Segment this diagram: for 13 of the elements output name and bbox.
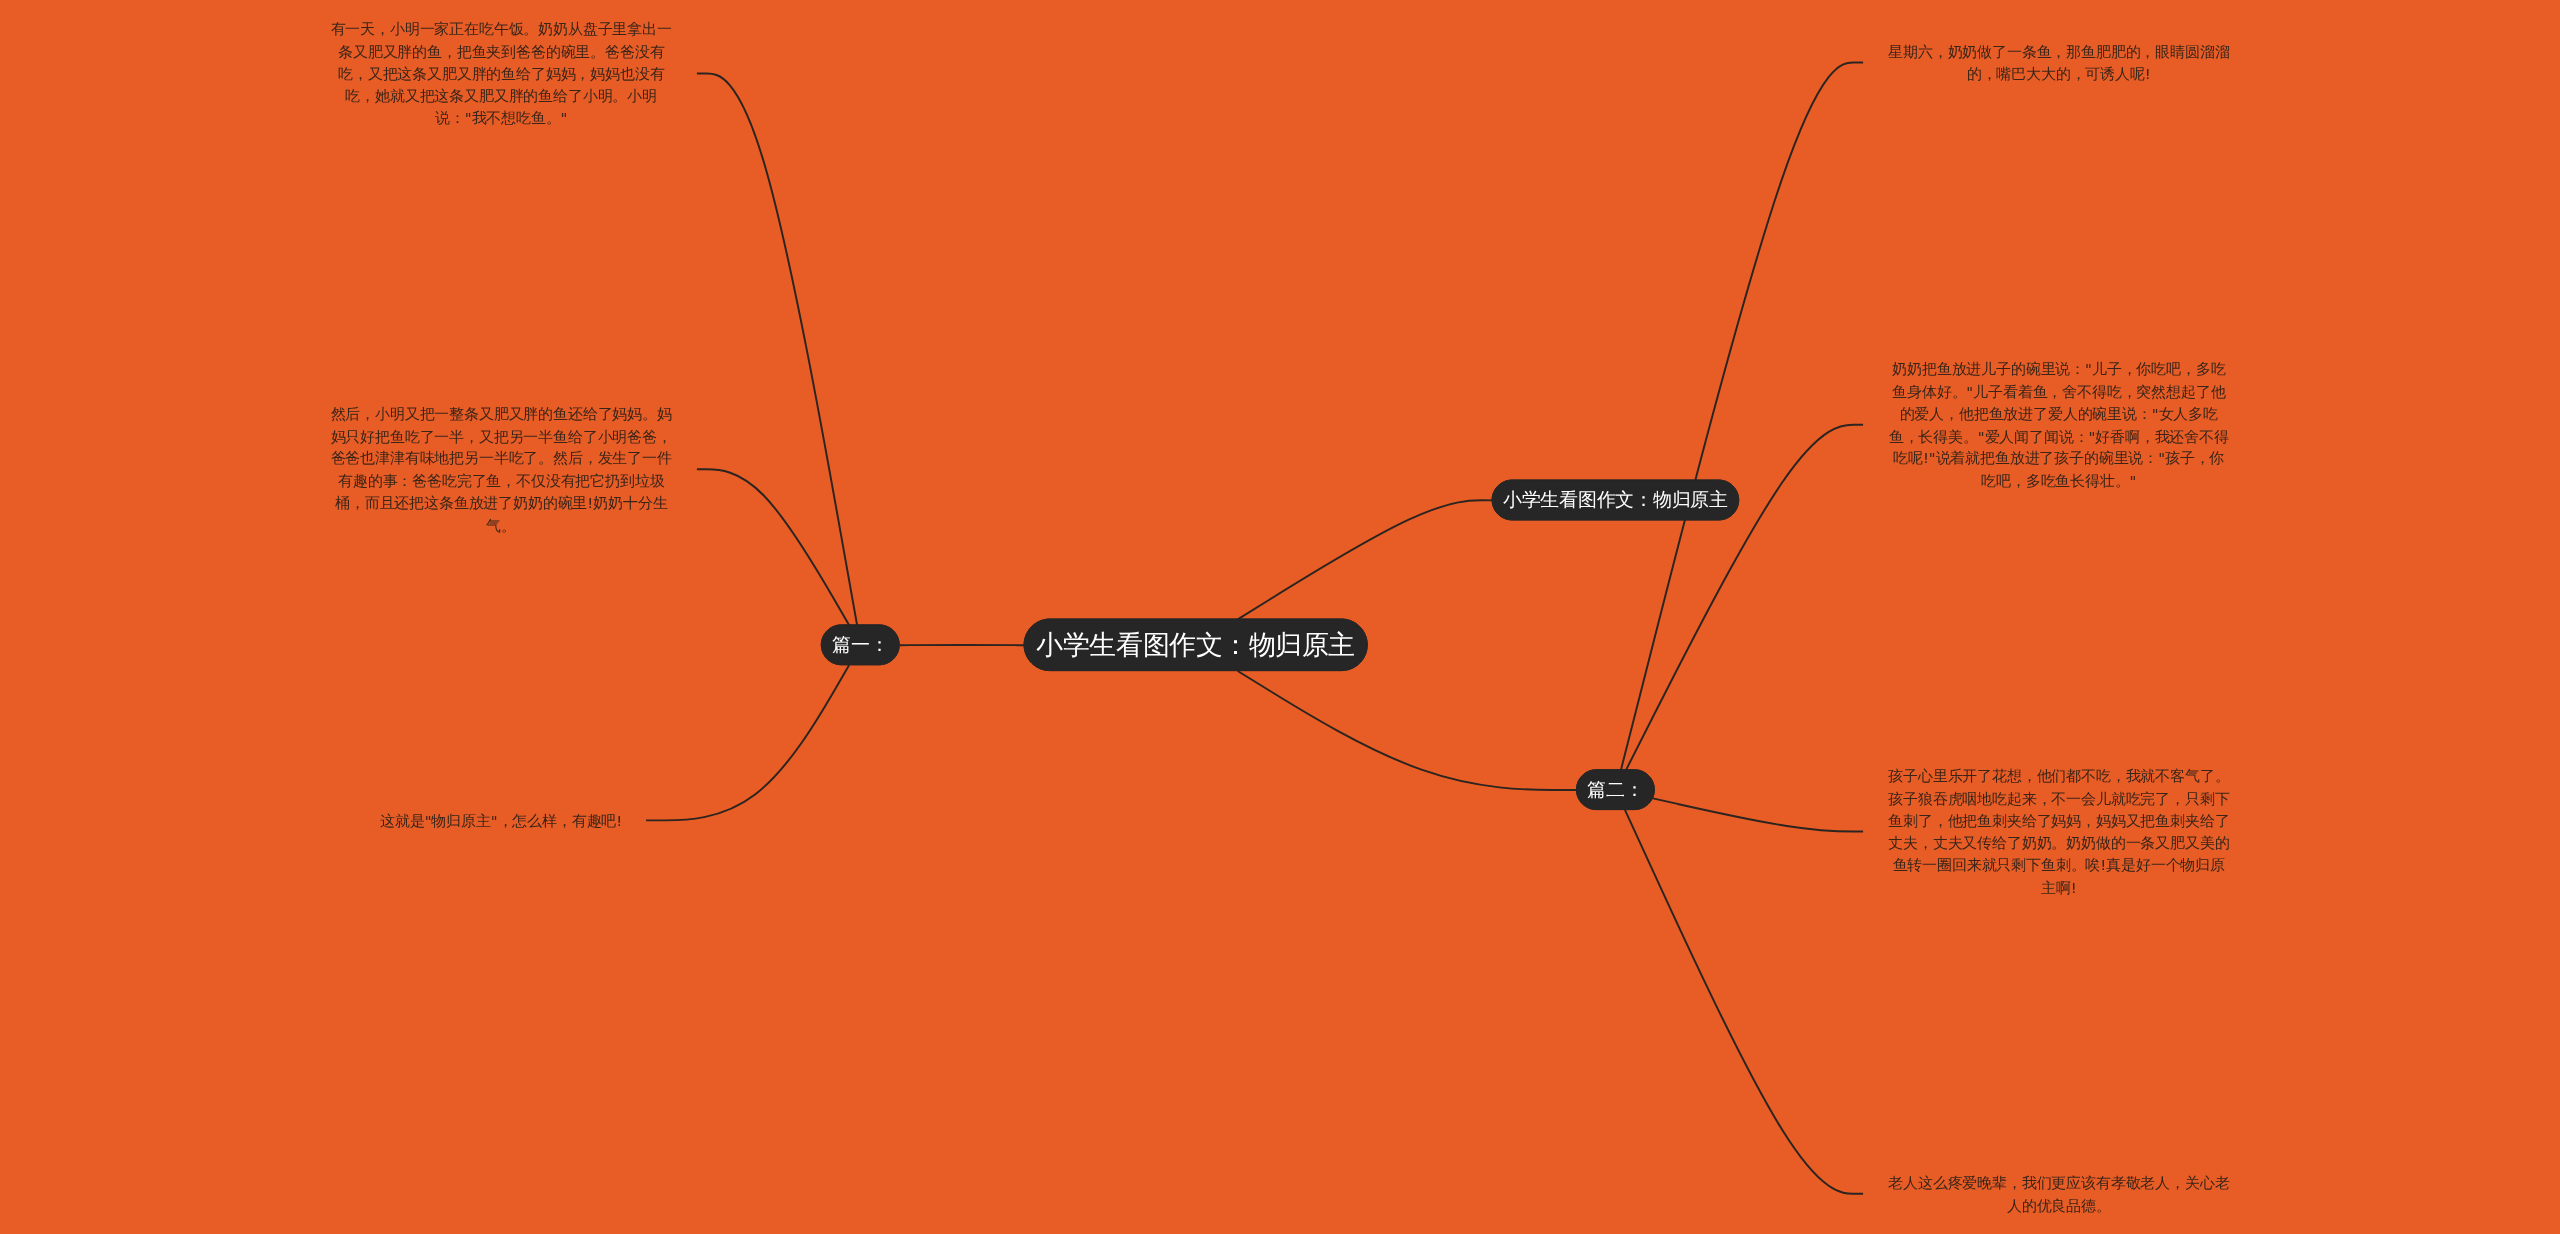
node-text: 孩子心里乐开了花想，他们都不吃，我就不客气了。孩子狼吞虎咽地吃起来，不一会儿就吃完了，只剩下鱼刺了，他把鱼刺夹给了妈妈，妈妈又把鱼刺夹给了丈夫，丈夫又传给了奶奶。奶奶做的一条又肥又美的鱼转一圈回来就只剩下鱼刺。唉!真是好一个物归原主啊! (1888, 767, 2230, 896)
node-text: 老人这么疼爱晚辈，我们更应该有孝敬老人，关心老人的优良品德。 (1888, 1173, 2230, 1214)
connector (898, 643, 1026, 647)
connector (1236, 670, 1578, 791)
node-text: 有一天，小明一家正在吃午饭。奶奶从盘子里拿出一条又肥又胖的鱼，把鱼夹到爸爸的碗里。爸爸没有吃，又把这条又肥又胖的鱼给了妈妈，妈妈也没有吃，她就又把这条又肥又胖的鱼给了小明。小明说："我不想吃鱼。" (330, 20, 672, 127)
connector (1623, 808, 1865, 1195)
node-text: 星期六，奶奶做了一条鱼，那鱼肥肥的，眼睛圆溜溜的，嘴巴大大的，可诱人呢! (1888, 42, 2230, 82)
node-text: 然后，小明又把一整条又肥又胖的鱼还给了妈妈。妈妈只好把鱼吃了一半，又把另一半鱼给了小明爸爸，爸爸也津津有味地把另一半吃了。然后，发生了一件有趣的事：爸爸吃完了鱼，不仅没有把它扔到垃圾桶，而且还把这条鱼放进了奶奶的碗里!奶奶十分生气。 (330, 404, 672, 534)
connector (644, 664, 851, 822)
connector (1651, 797, 1865, 833)
node-text: 这就是"物归原主"，怎么样，有趣吧! (380, 811, 623, 829)
connector (1236, 499, 1494, 621)
node-text: 奶奶把鱼放进儿子的碗里说："儿子，你吃吧，多吃鱼身体好。"儿子看着鱼，舍不得吃，突然想起了他的爱人，他把鱼放进了爱人的碗里说："女人多吃鱼，长得美。"爱人闻了闻说："好香啊，我还舍不得吃呢!"说着就把鱼放进了孩子的碗里说："孩子，你吃吧，多吃鱼长得壮。" (1888, 360, 2229, 489)
